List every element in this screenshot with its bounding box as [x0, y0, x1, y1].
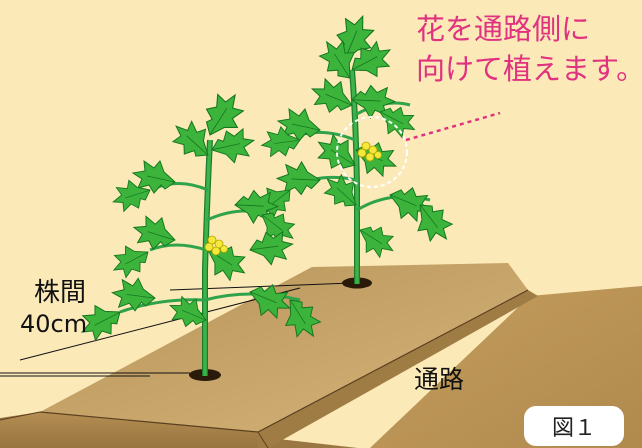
spacing-label: 株間: [34, 278, 87, 308]
callout-line-2: 向けて植えます。: [416, 52, 642, 86]
flower-cluster-front: [204, 235, 228, 256]
spacing-value: 40cm: [20, 310, 88, 338]
callout-leader-line: [405, 111, 501, 142]
path-label: 通路: [414, 365, 465, 394]
flower-highlight-circle: [336, 116, 408, 188]
callout-line-1: 花を通路側に: [416, 12, 591, 46]
flower-cluster-back: [357, 141, 382, 162]
bed-top: [40, 263, 528, 432]
figure-label: 図１: [524, 406, 624, 446]
tomato-plant-back: [250, 11, 460, 284]
raised-bed: [0, 263, 538, 448]
tomato-plant-front: [73, 86, 328, 376]
